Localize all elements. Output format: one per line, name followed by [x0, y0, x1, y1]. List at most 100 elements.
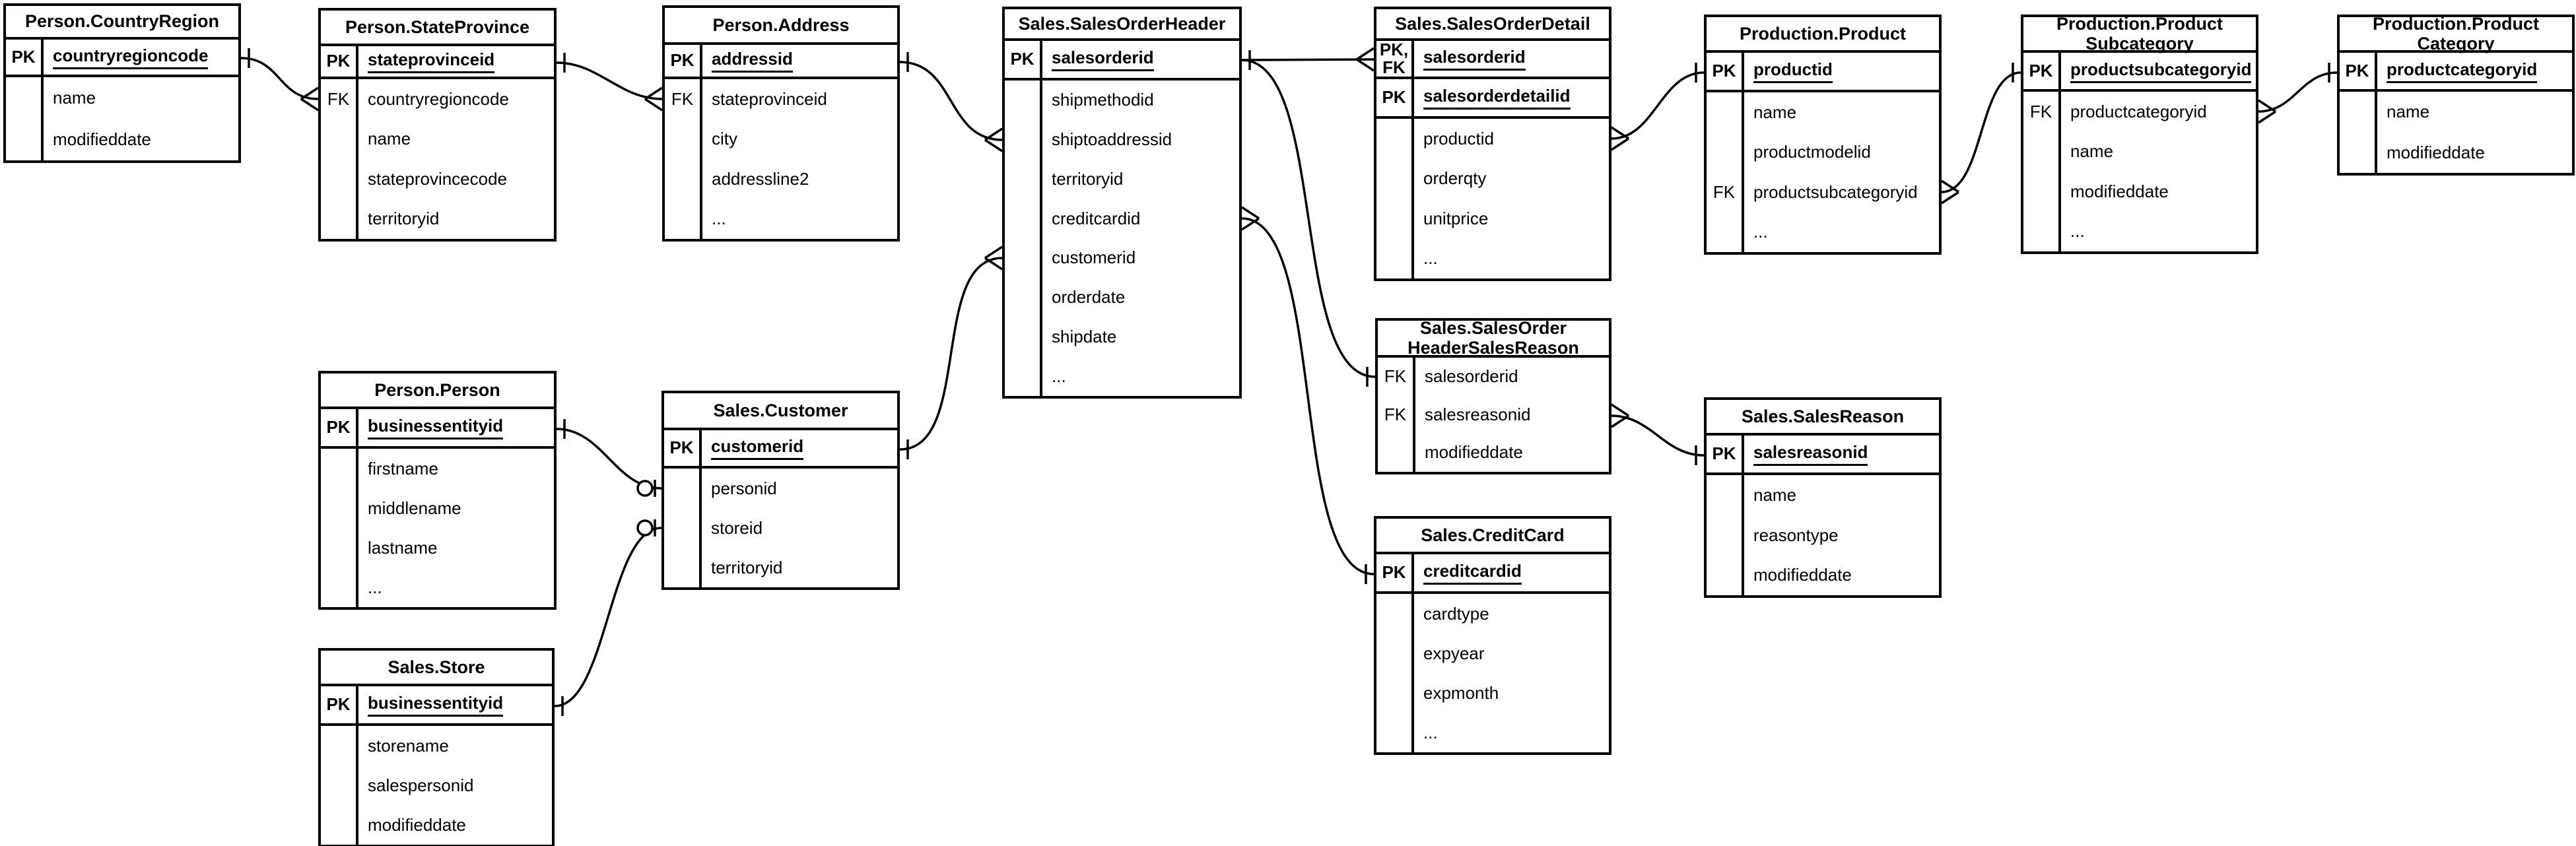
- field-name: storeid: [711, 517, 763, 538]
- relationship-countryregion-stateprovince[interactable]: [240, 48, 319, 112]
- relationship-product-productsubcategory[interactable]: [1941, 63, 2021, 205]
- relationship-line[interactable]: [1241, 59, 1376, 378]
- key-label: [321, 159, 358, 199]
- attr-row: middlename: [321, 488, 554, 528]
- field-name: modifieddate: [53, 129, 151, 149]
- relationship-line[interactable]: [899, 257, 1003, 451]
- relationship-address-salesorderheader[interactable]: [899, 52, 1003, 152]
- attr-row: productid: [1376, 119, 1609, 159]
- field-cell: shipmethodid: [1042, 81, 1239, 120]
- key-label: [664, 508, 702, 548]
- relationship-salesorderdetail-product[interactable]: [1611, 63, 1705, 151]
- attr-row: name: [321, 119, 554, 159]
- key-label: PK: [665, 45, 702, 77]
- key-label: PK: [2340, 53, 2377, 89]
- key-label: [1707, 475, 1744, 515]
- relationship-line[interactable]: [1941, 71, 2021, 193]
- table-title: Sales.SalesOrder HeaderSalesReason: [1378, 318, 1609, 358]
- zero-or-one-circle: [636, 480, 654, 497]
- field-name: productcategoryid: [2070, 101, 2207, 121]
- relationship-salesorderheader-salesorderdetail[interactable]: [1241, 47, 1374, 72]
- field-cell: modifieddate: [2061, 172, 2256, 212]
- relationship-store-customer[interactable]: [554, 519, 662, 716]
- relationship-customer-salesorderheader[interactable]: [899, 245, 1003, 459]
- relationship-line[interactable]: [2258, 71, 2338, 113]
- field-name: countryregioncode: [53, 46, 209, 69]
- field-name: name: [1753, 102, 1797, 122]
- key-label: [665, 119, 702, 159]
- relationship-line[interactable]: [1241, 58, 1374, 61]
- relationship-line[interactable]: [1611, 414, 1705, 457]
- relationship-line[interactable]: [899, 61, 1003, 141]
- field-cell: ...: [358, 568, 554, 607]
- attr-row: city: [665, 119, 897, 159]
- relationship-line[interactable]: [556, 428, 662, 490]
- field-cell: ...: [2061, 212, 2256, 252]
- key-label: [1005, 356, 1042, 396]
- field-cell: salesorderid: [1415, 358, 1609, 396]
- key-label: [1378, 434, 1415, 472]
- field-cell: ...: [702, 199, 897, 240]
- key-label: FK: [1707, 172, 1744, 212]
- table-title: Production.Product: [1707, 17, 1939, 53]
- field-name: salesorderid: [1425, 366, 1518, 387]
- key-label: [321, 528, 358, 568]
- attr-row: expmonth: [1376, 673, 1609, 713]
- relationship-line[interactable]: [1611, 71, 1705, 140]
- field-cell: productid: [1414, 119, 1609, 159]
- field-cell: firstname: [358, 449, 554, 488]
- key-label: [321, 726, 358, 765]
- field-cell: orderdate: [1042, 278, 1239, 317]
- attr-row: modifieddate: [321, 805, 552, 845]
- field-name: productid: [1423, 128, 1494, 148]
- attr-row: orderqty: [1376, 158, 1609, 199]
- relationship-line[interactable]: [1241, 217, 1374, 575]
- key-label: [6, 77, 44, 119]
- table-title: Person.StateProvince: [321, 11, 554, 46]
- field-name: middlename: [368, 498, 461, 518]
- field-name: personid: [711, 478, 777, 498]
- relationship-headersalesreason-salesreason[interactable]: [1611, 403, 1705, 465]
- relationship-stateprovince-address[interactable]: [556, 53, 663, 112]
- field-cell: stateprovincecode: [358, 159, 554, 199]
- relationship-salesorderheader-creditcard[interactable]: [1241, 206, 1374, 584]
- relationship-line[interactable]: [240, 57, 319, 100]
- attr-row: name: [1707, 92, 1939, 133]
- field-name: shipmethodid: [1052, 90, 1154, 110]
- key-label: FK: [2023, 92, 2061, 132]
- field-cell: modifieddate: [358, 805, 552, 845]
- relationship-line[interactable]: [556, 61, 663, 100]
- relationship-productsubcategory-productcategory[interactable]: [2258, 63, 2338, 124]
- field-name: ...: [712, 209, 726, 229]
- relationship-person-customer[interactable]: [556, 419, 662, 497]
- table-title: Sales.CreditCard: [1376, 519, 1609, 554]
- field-cell: shiptoaddressid: [1042, 120, 1239, 160]
- key-label: [1005, 159, 1042, 199]
- field-name: ...: [368, 577, 382, 597]
- field-cell: storename: [358, 726, 552, 765]
- key-label: [1376, 673, 1414, 713]
- key-label: [1376, 119, 1414, 159]
- relationship-salesorderheader-headersalesreason[interactable]: [1241, 59, 1376, 387]
- key-label: [1376, 238, 1414, 278]
- field-name: productcategoryid: [2387, 59, 2538, 83]
- relationship-line[interactable]: [554, 527, 662, 707]
